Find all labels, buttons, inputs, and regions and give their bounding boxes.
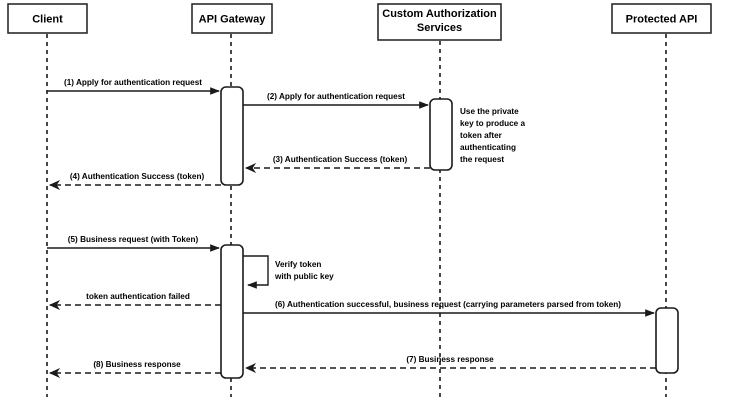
- activation-protected-api: [655, 307, 679, 374]
- message-8: (8) Business response: [48, 360, 221, 379]
- self-call-verify-token-line-1: Verify token: [275, 260, 321, 269]
- lifelines-group: [46, 34, 667, 397]
- note-private-key-line-1: Use the private: [460, 107, 519, 116]
- participant-box-custom-auth[interactable]: [377, 3, 502, 41]
- participant-box-protected-api[interactable]: [611, 3, 712, 34]
- participant-label-custom-auth-line2: Services: [417, 22, 462, 34]
- participant-client[interactable]: Client: [7, 3, 88, 34]
- activation-api-gateway-auth: [220, 86, 244, 186]
- message-6-label: (6) Authentication successful, business …: [275, 300, 621, 309]
- participant-label-api-gateway: API Gateway: [199, 13, 267, 25]
- message-5: (5) Business request (with Token): [47, 235, 220, 252]
- message-1-label: (1) Apply for authentication request: [64, 78, 202, 87]
- participant-label-custom-auth-line1: Custom Authorization: [382, 8, 497, 20]
- message-4: (4) Authentication Success (token): [48, 172, 221, 191]
- self-call-verify-token-line-2: with public key: [274, 272, 334, 281]
- message-3-label: (3) Authentication Success (token): [273, 155, 408, 164]
- message-2: (2) Apply for authentication request: [243, 92, 429, 109]
- message-6: (6) Authentication successful, business …: [243, 300, 655, 317]
- participant-box-client[interactable]: [7, 3, 88, 34]
- message-3: (3) Authentication Success (token): [244, 155, 430, 174]
- activation-api-gateway-business: [220, 244, 244, 379]
- message-1: (1) Apply for authentication request: [47, 78, 220, 95]
- message-8-label: (8) Business response: [93, 360, 181, 369]
- participant-protected-api[interactable]: Protected API: [611, 3, 712, 34]
- message-4-label: (4) Authentication Success (token): [70, 172, 205, 181]
- message-token-auth-failed-label: token authentication failed: [86, 292, 190, 301]
- participant-label-protected-api: Protected API: [626, 13, 698, 25]
- note-private-key: Use the private key to produce a token a…: [460, 107, 526, 164]
- note-private-key-line-2: key to produce a: [460, 119, 526, 128]
- activation-custom-auth: [429, 98, 453, 171]
- message-5-label: (5) Business request (with Token): [68, 235, 199, 244]
- note-private-key-line-4: authenticating: [460, 143, 516, 152]
- self-call-verify-token: Verify token with public key: [243, 255, 334, 289]
- note-private-key-line-5: the request: [460, 155, 504, 164]
- message-7: (7) Business response: [244, 355, 656, 374]
- note-private-key-line-3: token after: [460, 131, 503, 140]
- participant-box-api-gateway[interactable]: [191, 3, 273, 34]
- participant-label-client: Client: [32, 13, 63, 25]
- message-7-label: (7) Business response: [406, 355, 494, 364]
- self-call-verify-token-arrow: [243, 255, 269, 289]
- message-token-auth-failed: token authentication failed: [48, 292, 221, 311]
- message-2-label: (2) Apply for authentication request: [267, 92, 405, 101]
- participant-custom-auth[interactable]: Custom Authorization Services: [377, 3, 502, 41]
- participant-api-gateway[interactable]: API Gateway: [191, 3, 273, 34]
